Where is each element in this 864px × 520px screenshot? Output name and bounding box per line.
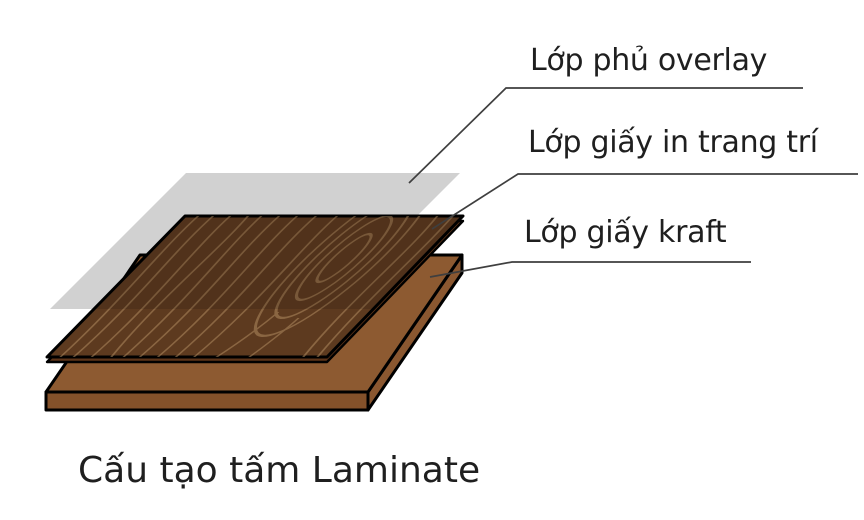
- label-kraft-layer: Lớp giấy kraft: [524, 215, 727, 250]
- wood-grain-pattern: [51, 216, 460, 357]
- label-decor-layer: Lớp giấy in trang trí: [528, 125, 818, 160]
- leader-lines: [408, 87, 858, 278]
- decor-sheet: [45, 214, 465, 364]
- leader-decor: [431, 173, 858, 230]
- leader-kraft: [429, 261, 751, 278]
- kraft-slab-front-face: [44, 390, 370, 412]
- decor-sheet-face: [45, 214, 465, 359]
- solid-layers: [44, 214, 465, 412]
- leader-overlay: [408, 87, 803, 184]
- wood-grain-strokes: [51, 216, 460, 357]
- label-overlay-layer: Lớp phủ overlay: [530, 43, 768, 78]
- diagram-caption: Cấu tạo tấm Laminate: [78, 450, 481, 491]
- decor-sheet-shade: [94, 216, 463, 309]
